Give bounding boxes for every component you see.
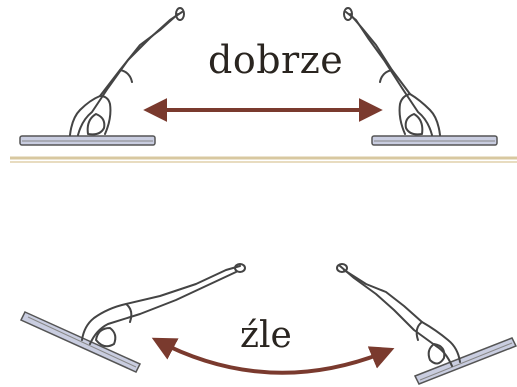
label-correct: dobrze	[208, 38, 344, 82]
left-board	[19, 135, 156, 146]
correct-technique-panel	[10, 7, 517, 163]
left-figure	[69, 7, 185, 136]
incorrect-technique-panel	[19, 263, 517, 385]
label-incorrect: źle	[240, 315, 292, 356]
left-tilted-figure	[81, 263, 246, 348]
right-tilted-figure	[336, 263, 461, 367]
curved-double-arrow	[151, 337, 395, 375]
right-board	[371, 135, 498, 146]
right-tilted-board	[413, 337, 517, 385]
left-tilted-board	[19, 311, 142, 373]
right-figure	[343, 7, 441, 136]
